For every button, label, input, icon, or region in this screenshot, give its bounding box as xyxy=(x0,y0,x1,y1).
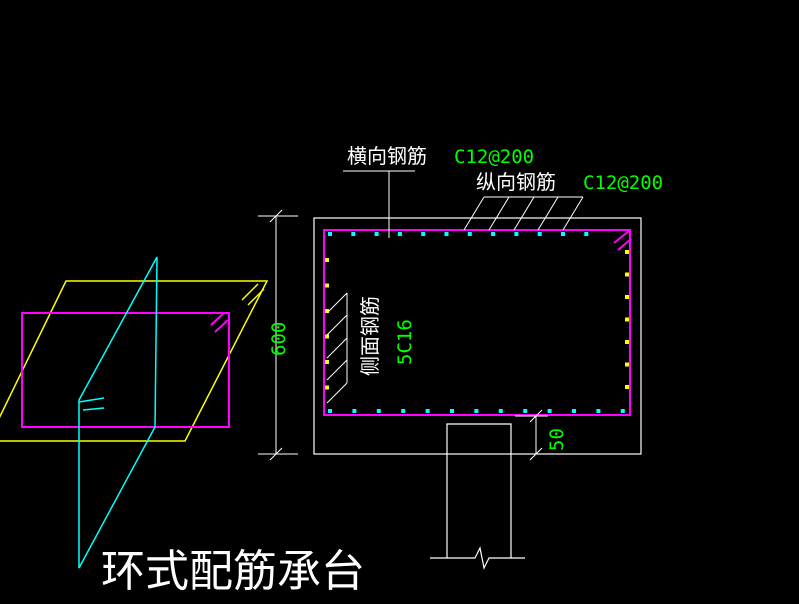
top-rebar-dot xyxy=(514,232,519,236)
cover-dim-text: 50 xyxy=(546,428,568,451)
bottom-rebar-dot xyxy=(498,409,503,413)
bottom-rebar-dot xyxy=(425,409,430,413)
bottom-rebar-dot xyxy=(620,409,625,413)
bottom-rebar-dot xyxy=(596,409,601,413)
top-rebar-dot xyxy=(537,232,542,236)
left-side-rebar-dot xyxy=(325,283,329,288)
left-side-rebar-dot xyxy=(325,258,329,262)
magenta-corner-hook xyxy=(210,312,229,333)
top-rebar-dot xyxy=(561,232,565,236)
yellow-parallelogram xyxy=(0,280,269,442)
bottom-rebar-dot xyxy=(376,409,381,413)
pile-cap-section xyxy=(258,170,642,570)
dim-600-lines xyxy=(258,209,298,461)
transverse-label: 横向钢筋 xyxy=(347,144,427,168)
right-side-rebar-dot xyxy=(625,385,629,389)
bottom-rebar-dot xyxy=(352,409,357,413)
dim-50-lines xyxy=(515,409,548,461)
longitudinal-spec: C12@200 xyxy=(583,172,663,194)
longitudinal-leader xyxy=(463,196,584,231)
magenta-stirrup xyxy=(323,229,631,416)
right-side-rebar-dot xyxy=(625,295,629,299)
bottom-rebar-dot xyxy=(547,409,552,413)
top-rebar-dot xyxy=(467,232,472,236)
rebar-dots xyxy=(325,232,629,413)
side-spec: 5C16 xyxy=(394,319,416,365)
yellow-corner-hook xyxy=(241,283,265,306)
left-side-rebar-dot xyxy=(325,309,329,313)
left-side-rebar-dot xyxy=(325,385,329,390)
bottom-rebar-dot xyxy=(523,409,528,413)
longitudinal-label: 纵向钢筋 xyxy=(476,170,556,194)
height-dim-text: 600 xyxy=(268,322,290,356)
right-side-rebar-dot xyxy=(625,317,629,322)
top-rebar-dot xyxy=(444,232,449,236)
magenta-ring-rect xyxy=(21,312,230,428)
right-side-rebar-dot xyxy=(625,362,629,367)
top-rebar-dot xyxy=(374,232,379,236)
stirrup-hook xyxy=(613,230,632,251)
left-side-rebar-dot xyxy=(325,334,329,339)
drawing-title: 环式配筋承台 xyxy=(101,546,365,597)
bottom-rebar-dot xyxy=(572,409,576,413)
right-side-rebar-dot xyxy=(625,272,629,277)
pile-outline xyxy=(430,423,525,570)
top-rebar-dot xyxy=(328,232,332,236)
bottom-rebar-dot xyxy=(328,409,332,413)
right-side-rebar-dot xyxy=(625,340,629,344)
side-leader xyxy=(326,292,348,404)
concrete-outline xyxy=(313,217,642,455)
top-rebar-dot xyxy=(584,232,589,236)
top-rebar-dot xyxy=(491,232,496,236)
side-label: 侧面钢筋 xyxy=(358,296,382,376)
cyan-hook xyxy=(78,397,105,411)
top-rebar-dot xyxy=(351,232,356,236)
top-rebar-dot xyxy=(397,232,402,236)
bottom-rebar-dot xyxy=(474,409,479,413)
transverse-spec: C12@200 xyxy=(454,146,534,168)
isometric-sketch xyxy=(0,256,269,569)
top-rebar-dot xyxy=(421,232,426,236)
right-side-rebar-dot xyxy=(625,250,629,254)
left-side-rebar-dot xyxy=(325,360,329,364)
bottom-rebar-dot xyxy=(401,409,406,413)
bottom-rebar-dot xyxy=(450,409,454,413)
cyan-vertical-plane xyxy=(78,256,158,569)
